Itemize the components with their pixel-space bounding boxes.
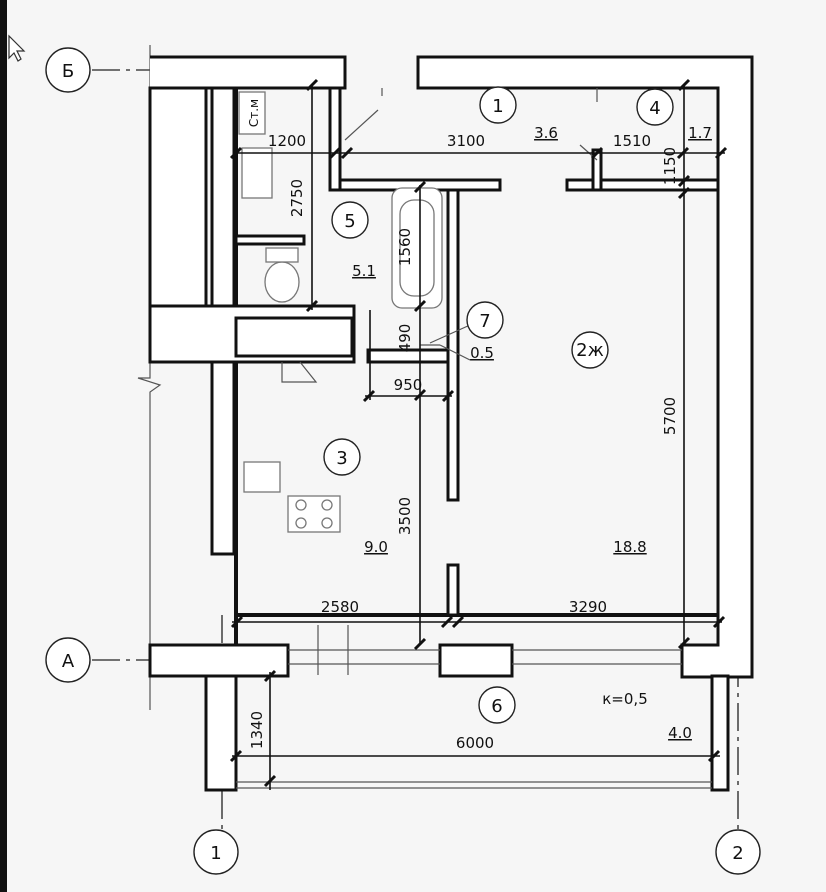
room-bubble-7 bbox=[466, 301, 504, 339]
left-border bbox=[0, 0, 7, 892]
kitchen-top-block bbox=[234, 316, 354, 358]
axis-bubble-1 bbox=[193, 829, 239, 875]
dim-2580: 2580 bbox=[321, 598, 359, 616]
room-number-7: 7 bbox=[479, 311, 490, 332]
room-area-3: 9.0 bbox=[364, 538, 388, 556]
sink bbox=[241, 147, 273, 199]
axis-label-2: 2 bbox=[732, 843, 743, 864]
room-bubble-5 bbox=[331, 201, 369, 239]
dimension-lines bbox=[229, 78, 728, 790]
balcony-left-wall bbox=[204, 674, 238, 792]
balcony-right-wall bbox=[710, 674, 730, 792]
room-area-6: 4.0 bbox=[668, 724, 692, 742]
left-wall-lower bbox=[210, 360, 236, 556]
axis-bubble-b bbox=[45, 47, 91, 93]
dim-2750: 2750 bbox=[288, 179, 306, 217]
bathroom-top-partition bbox=[328, 86, 342, 192]
dim-3500: 3500 bbox=[396, 497, 414, 535]
dim-1150: 1150 bbox=[661, 147, 679, 185]
axis-label-1: 1 bbox=[210, 843, 221, 864]
dim-950: 950 bbox=[394, 376, 423, 394]
wc-partition bbox=[234, 234, 306, 246]
toilet bbox=[264, 261, 300, 303]
room-area-2: 18.8 bbox=[613, 538, 646, 556]
break-line bbox=[137, 370, 162, 710]
closet-partition bbox=[565, 178, 720, 192]
bottom-left-wall bbox=[148, 643, 290, 678]
window-lines bbox=[236, 625, 712, 789]
dim-6000: 6000 bbox=[456, 734, 494, 752]
room-partition-upper bbox=[446, 188, 460, 502]
sanitary-fixtures bbox=[238, 91, 443, 533]
room-bubble-2 bbox=[571, 331, 609, 369]
axis-label-a: А bbox=[62, 651, 75, 672]
niche-bottom-partition bbox=[366, 348, 450, 364]
room-number-3: 3 bbox=[336, 448, 347, 469]
dim-1510: 1510 bbox=[613, 132, 651, 150]
left-shaft-wall bbox=[148, 86, 208, 308]
room-number-1: 1 bbox=[492, 96, 503, 117]
room-bubble-4 bbox=[636, 88, 674, 126]
chute-label: Ст.м bbox=[247, 99, 261, 127]
closet-side-partition bbox=[591, 148, 603, 192]
room-bubble-6 bbox=[478, 686, 516, 724]
balcony-coefficient: к=0,5 bbox=[602, 690, 647, 708]
axis-bubble-2 bbox=[715, 829, 761, 875]
room-number-2: 2ж bbox=[576, 340, 604, 361]
chute-box bbox=[238, 91, 266, 135]
axis-label-b: Б bbox=[62, 61, 74, 82]
kitchen-sink bbox=[243, 461, 281, 493]
room-number-5: 5 bbox=[344, 211, 355, 232]
room-partition-lower bbox=[446, 563, 460, 617]
dim-5700: 5700 bbox=[661, 397, 679, 435]
dim-1340: 1340 bbox=[248, 711, 266, 749]
cursor-icon bbox=[8, 34, 26, 62]
room-number-4: 4 bbox=[649, 98, 660, 119]
dim-1200: 1200 bbox=[268, 132, 306, 150]
left-wall-upper bbox=[210, 86, 236, 308]
room-bubble-3 bbox=[323, 438, 361, 476]
stove bbox=[287, 495, 341, 533]
dim-3290: 3290 bbox=[569, 598, 607, 616]
room-area-4: 1.7 bbox=[688, 124, 712, 142]
room-area-5: 5.1 bbox=[352, 262, 376, 280]
axis-bubble-a bbox=[45, 637, 91, 683]
room-number-6: 6 bbox=[491, 696, 502, 717]
dim-1560: 1560 bbox=[396, 228, 414, 266]
room-area-1: 3.6 bbox=[534, 124, 558, 142]
window-pier bbox=[438, 643, 514, 678]
room-area-7: 0.5 bbox=[470, 344, 494, 362]
dim-490: 490 bbox=[396, 324, 414, 353]
top-wall-left bbox=[150, 55, 347, 90]
dim-3100: 3100 bbox=[447, 132, 485, 150]
room-bubble-1 bbox=[479, 86, 517, 124]
